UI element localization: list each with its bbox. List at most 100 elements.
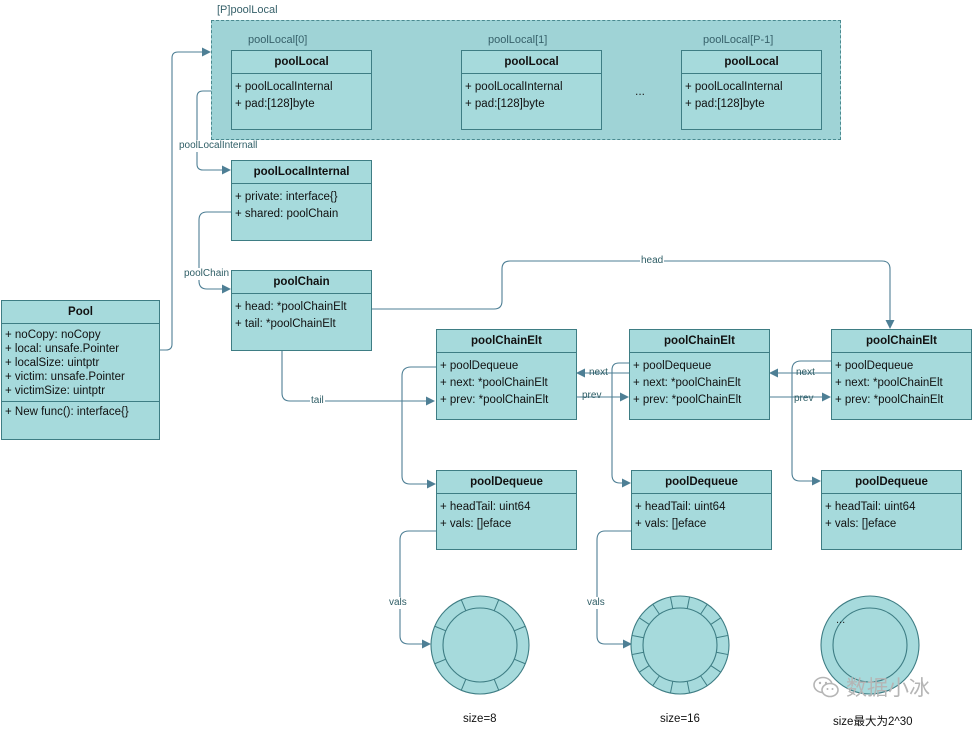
edge-label-vals-2: vals: [586, 597, 606, 609]
box-title: Pool: [2, 301, 159, 324]
box-field: + victimSize: uintptr: [5, 385, 106, 397]
pool-local-box-p: poolLocal + poolLocalInternal + pad:[128…: [681, 50, 822, 130]
box-title: poolLocal: [462, 51, 601, 74]
watermark-text: 数据小冰: [846, 677, 930, 700]
ring-size-label-1: size=8: [463, 713, 497, 725]
head-edge: [351, 260, 895, 329]
dequeue-edge-1: [401, 366, 437, 489]
box-field: + vals: []eface: [440, 518, 512, 530]
dequeue-edge-3: [791, 360, 832, 486]
ring-segment-divider: [493, 678, 500, 691]
ring-segment-divider: [686, 596, 691, 609]
box-field: + pad:[128]byte: [235, 98, 315, 110]
ring-segment-divider: [493, 599, 500, 612]
ring-segment-divider: [716, 651, 729, 656]
box-title: poolChainElt: [437, 330, 576, 353]
box-field: + next: *poolChainElt: [633, 377, 741, 389]
ring-size-label-3: size最大为2^30: [833, 716, 913, 728]
edge-label-vals-1: vals: [388, 597, 408, 609]
ring-segment-divider: [631, 634, 644, 639]
ring-segment-divider: [652, 603, 660, 615]
box-title: poolChainElt: [832, 330, 971, 353]
box-field: + head: *poolChainElt: [235, 301, 347, 313]
ring-segment-divider: [460, 599, 467, 612]
box-field: + prev: *poolChainElt: [835, 394, 944, 406]
chain-elt-box-3: poolChainElt + poolDequeue + next: *pool…: [831, 329, 972, 420]
ring-segment-divider: [513, 625, 526, 632]
pool-local-box-0: poolLocal + poolLocalInternal + pad:[128…: [231, 50, 372, 130]
ring-buffer-2: [630, 595, 730, 695]
ring-buffer-1: [430, 595, 530, 695]
dequeue-box-3: poolDequeue + headTail: uint64 + vals: […: [821, 470, 962, 550]
box-title: poolLocalInternal: [232, 161, 371, 184]
edge-label-head: head: [640, 255, 665, 267]
box-field: + shared: poolChain: [235, 208, 339, 220]
dequeue-box-2: poolDequeue + headTail: uint64 + vals: […: [631, 470, 772, 550]
box-field: + tail: *poolChainElt: [235, 318, 336, 330]
vals-edge-1: [399, 530, 437, 649]
edge-label-pool-chain: poolChain: [183, 268, 231, 280]
pool-local-p-label: poolLocal[P-1]: [703, 34, 774, 46]
pool-chain-box: poolChain + head: *poolChainElt + tail: …: [231, 270, 372, 351]
box-title: poolChain: [232, 271, 371, 294]
box-field: + vals: []eface: [825, 518, 897, 530]
ring-segment-divider: [686, 681, 691, 694]
ring-inner: [642, 607, 718, 683]
pool-local-1-label: poolLocal[1]: [488, 34, 548, 46]
box-field: + next: *poolChainElt: [835, 377, 943, 389]
box-field: + prev: *poolChainElt: [440, 394, 549, 406]
box-field: + private: interface{}: [235, 191, 338, 203]
box-field: + poolLocalInternal: [465, 81, 563, 93]
ring-segment-divider: [460, 678, 467, 691]
edge-label-tail: tail: [310, 395, 325, 407]
dequeue-box-1: poolDequeue + headTail: uint64 + vals: […: [436, 470, 577, 550]
ring-inner: [442, 607, 518, 683]
box-field: + poolDequeue: [440, 360, 519, 372]
box-field: + poolLocalInternal: [685, 81, 783, 93]
ring-segment-divider: [669, 596, 674, 609]
ring-size-label-2: size=16: [660, 713, 700, 725]
box-method: + New func(): interface{}: [5, 406, 129, 418]
box-field: + prev: *poolChainElt: [633, 394, 742, 406]
pool-local-ellipsis: ...: [635, 84, 646, 98]
ring-segment-divider: [434, 625, 447, 632]
box-title: poolDequeue: [632, 471, 771, 494]
ring-segment-divider: [434, 658, 447, 665]
ring-3-ellipsis: ...: [836, 614, 846, 626]
local-pointer-edge: [130, 47, 211, 351]
box-field: + local: unsafe.Pointer: [5, 343, 120, 355]
ring-segment-divider: [513, 658, 526, 665]
edge-label-prev-1: prev: [582, 390, 602, 401]
box-field: + headTail: uint64: [440, 501, 531, 513]
box-field: + noCopy: noCopy: [5, 329, 101, 341]
dequeue-edge-2: [611, 362, 631, 488]
pool-local-box-1: poolLocal + poolLocalInternal + pad:[128…: [461, 50, 602, 130]
chain-elt-box-2: poolChainElt + poolDequeue + next: *pool…: [629, 329, 770, 420]
ring-segment-divider: [710, 617, 722, 625]
edge-label-next-2: next: [796, 367, 815, 378]
region-label: [P]poolLocal: [217, 4, 278, 16]
box-field: + headTail: uint64: [635, 501, 726, 513]
vals-edge-2: [596, 530, 632, 649]
ring-segment-divider: [716, 634, 729, 639]
ring-segment-divider: [638, 665, 650, 673]
box-field: + localSize: uintptr: [5, 357, 100, 369]
ring-segment-divider: [669, 681, 674, 694]
watermark: 数据小冰: [812, 672, 930, 702]
ring-segment-divider: [652, 675, 660, 687]
ring-segment-divider: [710, 665, 722, 673]
box-title: poolDequeue: [437, 471, 576, 494]
wechat-icon: [813, 676, 839, 698]
edge-label-local-internal: poolLocalInternall: [178, 140, 259, 152]
edge-label-prev-2: prev: [794, 393, 814, 404]
ring-segment-divider: [700, 675, 708, 687]
ring-inner: [832, 607, 908, 683]
ring-segment-divider: [700, 603, 708, 615]
box-field: + poolLocalInternal: [235, 81, 333, 93]
ring-segment-divider: [631, 651, 644, 656]
box-title: poolLocal: [232, 51, 371, 74]
box-field: + victim: unsafe.Pointer: [5, 371, 125, 383]
pool-local-internal-box: poolLocalInternal + private: interface{}…: [231, 160, 372, 241]
pool-local-0-label: poolLocal[0]: [248, 34, 308, 46]
